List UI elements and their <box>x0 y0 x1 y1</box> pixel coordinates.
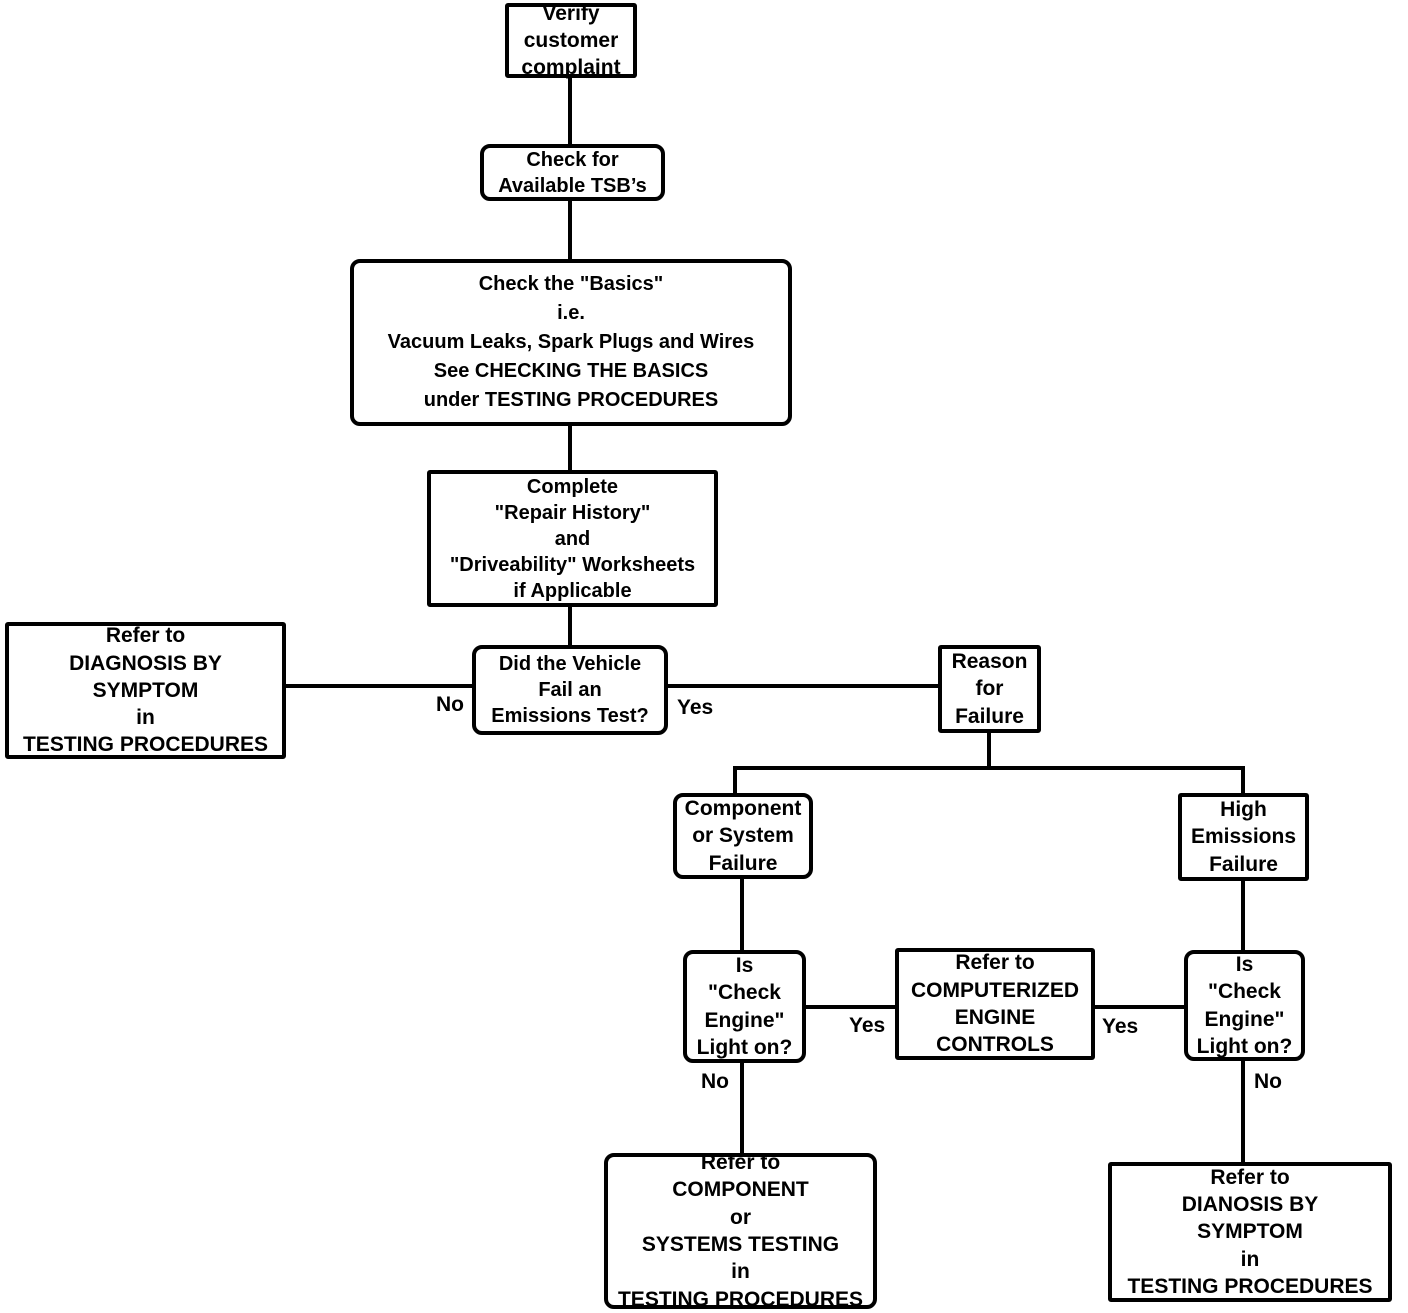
edge-label-leftcheck-yes: Yes <box>849 1014 886 1037</box>
node-component-or-system-failure: Component or System Failure <box>673 793 813 879</box>
edge-label-rightcheck-yes: Yes <box>1102 1015 1139 1038</box>
edge-label-leftcheck-no: No <box>701 1070 729 1093</box>
node-decision-check-engine-right: Is "Check Engine" Light on? <box>1184 950 1305 1061</box>
connector-rightcheck-no-down <box>1241 1061 1245 1162</box>
node-complete-worksheets: Complete "Repair History" and "Driveabil… <box>427 470 718 607</box>
node-refer-diagnosis-by-symptom: Refer to DIAGNOSIS BY SYMPTOM in TESTING… <box>5 622 286 759</box>
node-refer-dianosis-by-symptom: Refer to DIANOSIS BY SYMPTOM in TESTING … <box>1108 1162 1392 1302</box>
node-refer-computerized-engine-controls: Refer to COMPUTERIZED ENGINE CONTROLS <box>895 948 1095 1060</box>
node-reason-for-failure: Reason for Failure <box>938 645 1041 733</box>
connector-branch-left-down <box>733 766 737 793</box>
connector-branch-horizontal <box>733 766 1245 770</box>
node-check-the-basics: Check the "Basics" i.e. Vacuum Leaks, Sp… <box>350 259 792 426</box>
connector-branch-right-down <box>1241 766 1245 793</box>
connector-leftcheck-no-down <box>740 1063 744 1153</box>
connector-component-to-checkengine <box>740 879 744 950</box>
connector-tsb-to-basics <box>568 201 572 259</box>
connector-decision-no-left <box>286 684 472 688</box>
connector-leftcheck-yes <box>806 1005 895 1009</box>
node-refer-component-systems-testing: Refer to COMPONENT or SYSTEMS TESTING in… <box>604 1151 877 1311</box>
node-high-emissions-failure: High Emissions Failure <box>1178 793 1309 881</box>
connector-decision-yes-right <box>668 684 938 688</box>
node-check-available-tsbs: Check for Available TSB’s <box>480 144 665 201</box>
connector-highemissions-to-checkengine <box>1241 881 1245 950</box>
connector-rightcheck-yes <box>1095 1005 1184 1009</box>
node-verify-customer-complaint: Verify customer complaint <box>505 2 637 79</box>
connector-reason-down <box>987 733 991 768</box>
connector-complete-to-decision <box>568 607 572 645</box>
node-decision-check-engine-left: Is "Check Engine" Light on? <box>683 950 806 1063</box>
node-decision-emissions-test: Did the Vehicle Fail an Emissions Test? <box>472 645 668 735</box>
edge-label-emissions-no: No <box>436 693 464 716</box>
connector-basics-to-complete <box>568 426 572 470</box>
connector-verify-to-tsb <box>568 78 572 144</box>
edge-label-rightcheck-no: No <box>1254 1070 1282 1093</box>
edge-label-emissions-yes: Yes <box>677 696 714 719</box>
